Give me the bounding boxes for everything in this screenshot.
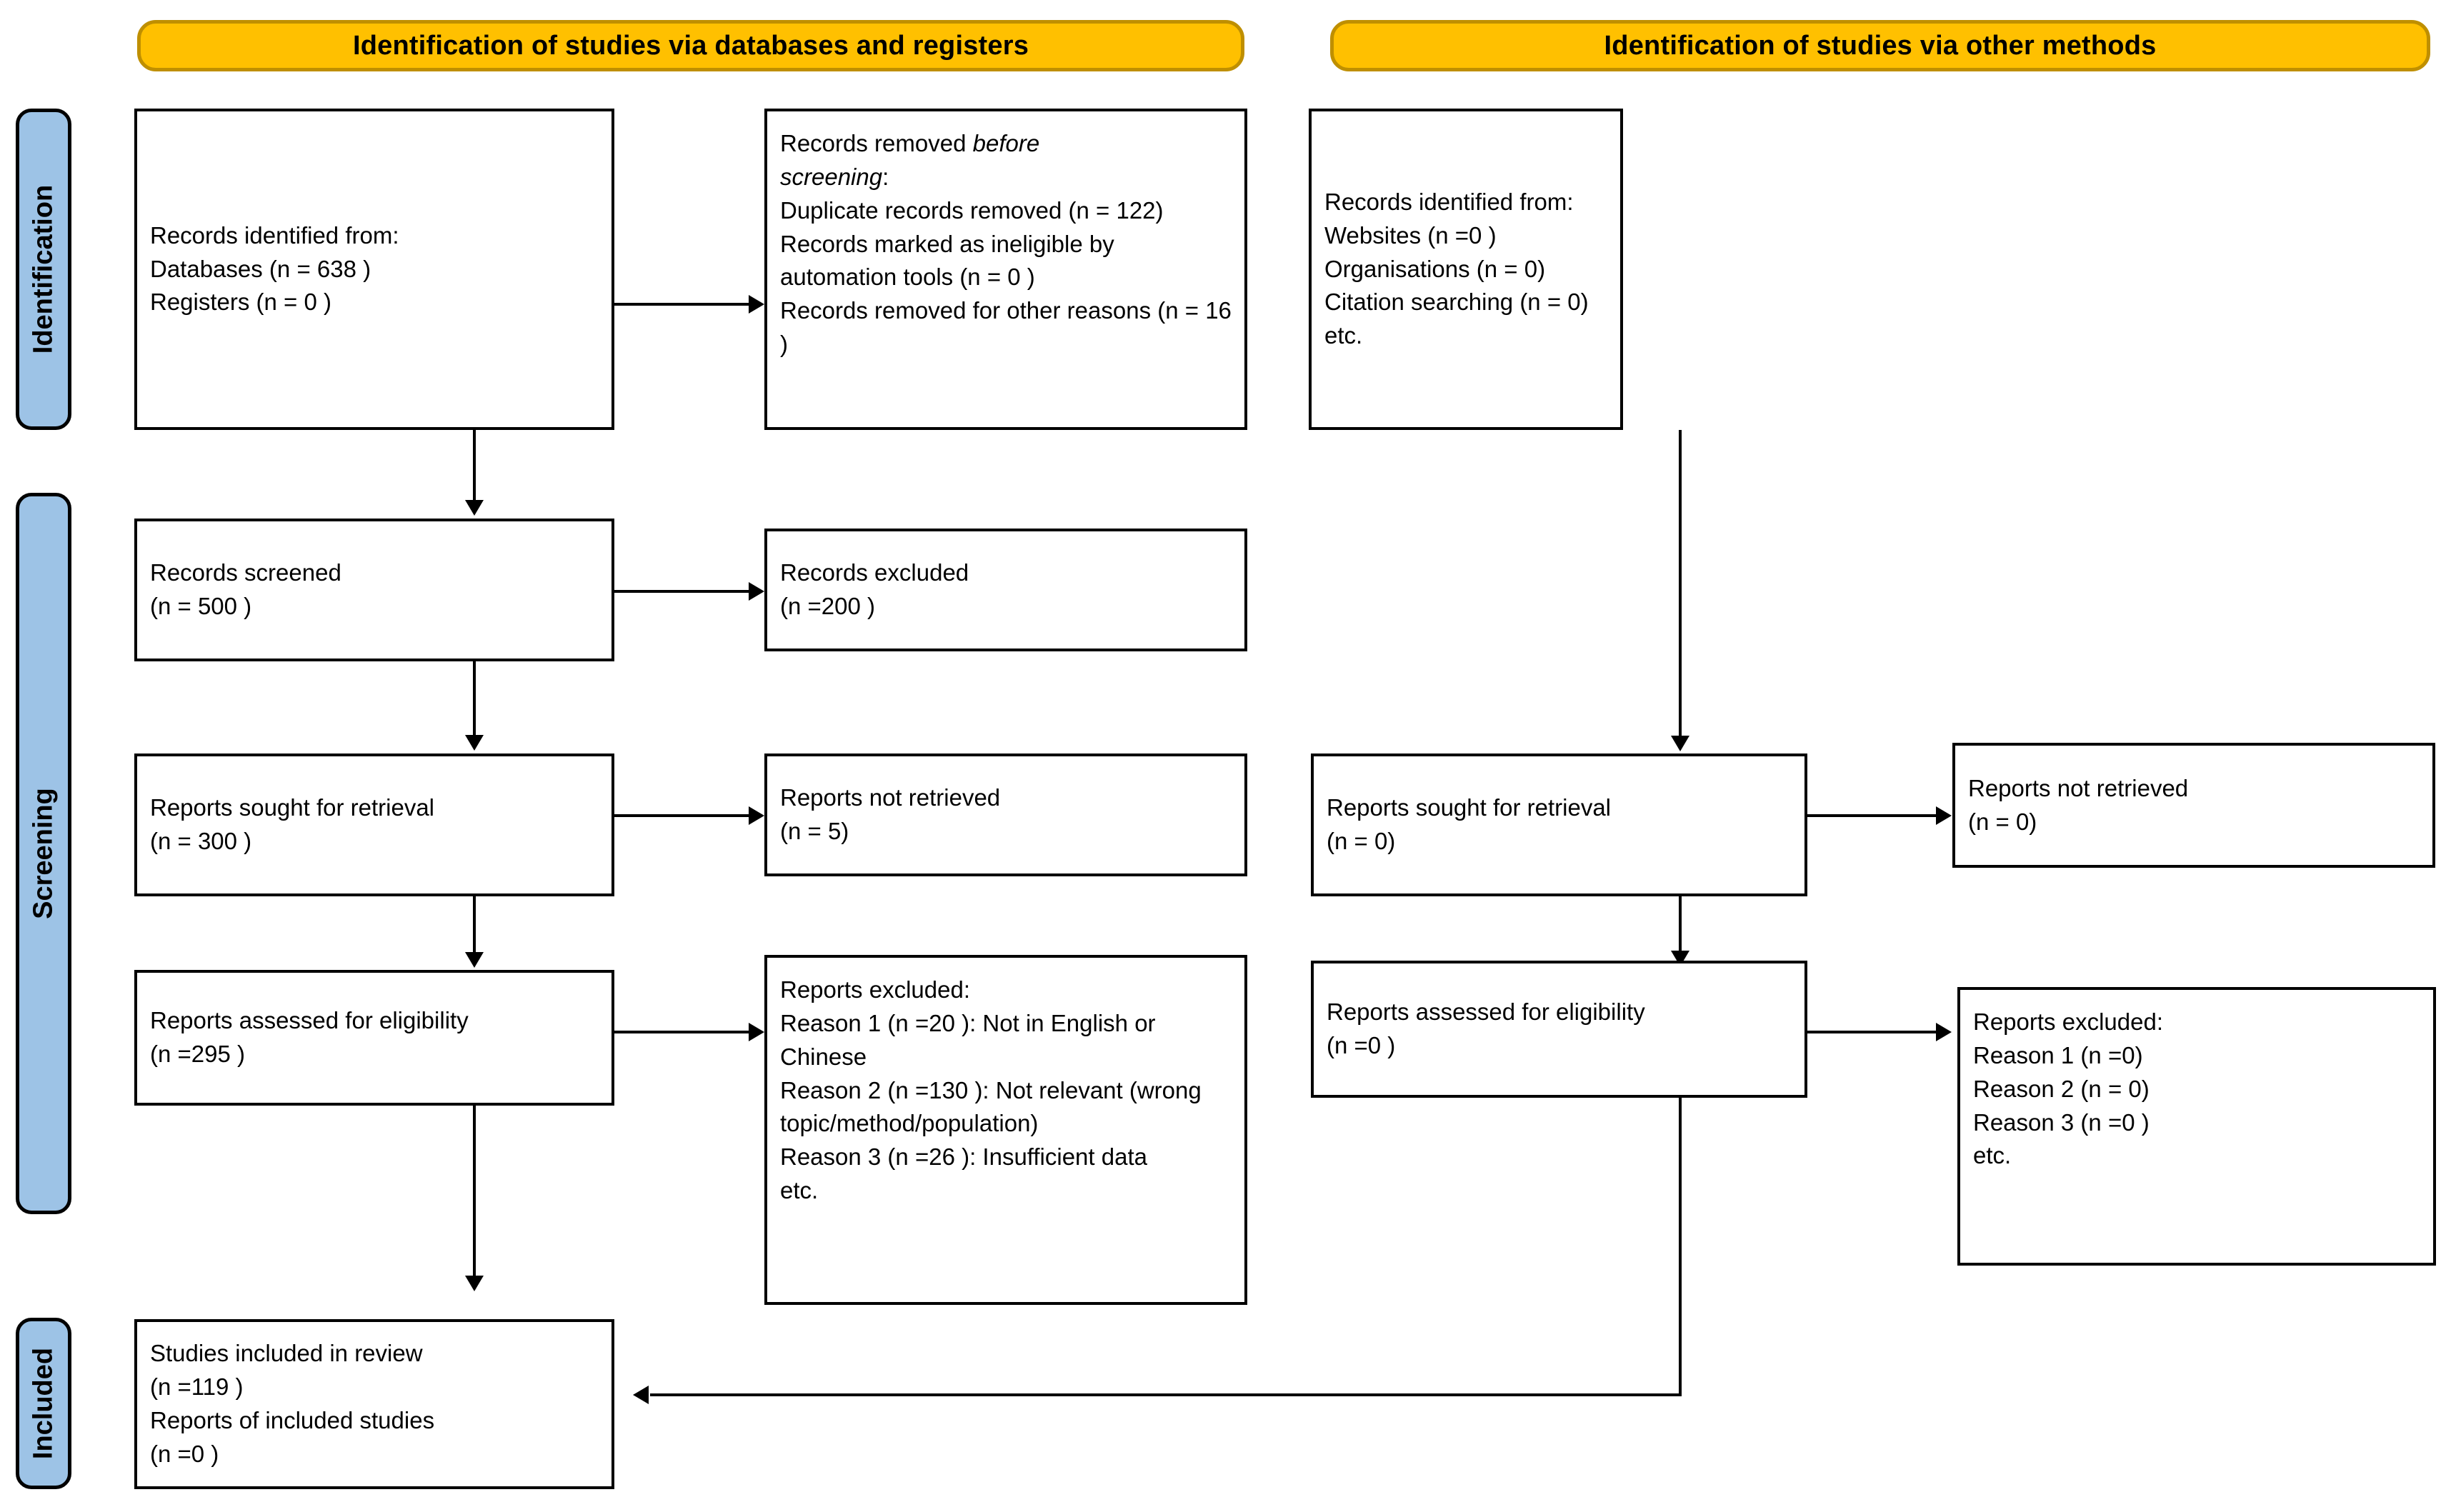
connector-screened-to-excluded	[614, 590, 750, 593]
reports-sought-line-1: Reports sought for retrieval	[150, 794, 435, 821]
box-right-reports-sought-for-retrieval: Reports sought for retrieval (n = 0)	[1311, 754, 1807, 896]
phase-label-included: Included	[28, 1347, 59, 1460]
connector-assessed-to-excluded	[614, 1031, 750, 1033]
connector-right-assessed-to-excluded	[1807, 1031, 1937, 1033]
box-right-reports-assessed-for-eligibility: Reports assessed for eligibility (n =0 )	[1311, 961, 1807, 1098]
records-removed-line-2: Duplicate records removed (n = 122)	[780, 196, 1164, 224]
connector-identified-to-screened	[473, 430, 476, 501]
banner-other-methods: Identification of studies via other meth…	[1330, 20, 2430, 71]
arrowhead-right-sought-to-not-retrieved	[1936, 806, 1952, 825]
box-records-identified-other-methods: Records identified from: Websites (n =0 …	[1309, 109, 1623, 430]
right-records-identified-line-5: etc.	[1324, 322, 1363, 349]
right-records-identified-line-3: Organisations (n = 0)	[1324, 255, 1546, 282]
right-reports-excluded-line-4: Reason 3 (n =0 )	[1973, 1108, 2150, 1136]
right-reports-sought-line-1: Reports sought for retrieval	[1327, 794, 1612, 821]
box-records-screened: Records screened (n = 500 )	[134, 519, 614, 661]
arrowhead-identified-to-screened	[465, 500, 484, 516]
studies-included-line-3: Reports of included studies	[150, 1407, 435, 1433]
records-removed-line-4: Records removed for other reasons (n = 1…	[780, 297, 1232, 358]
right-records-identified-line-4: Citation searching (n = 0)	[1324, 289, 1589, 316]
box-records-identified-databases: Records identified from: Databases (n = …	[134, 109, 614, 430]
reports-excluded-line-3: Reason 2 (n =130 ): Not relevant (wrong …	[780, 1076, 1202, 1137]
arrowhead-right-identified-to-sought	[1671, 736, 1689, 751]
reports-excluded-line-2: Reason 1 (n =20 ): Not in English or Chi…	[780, 1009, 1156, 1070]
phase-label-screening: Screening	[28, 788, 59, 919]
reports-excluded-line-5: etc.	[780, 1177, 819, 1204]
reports-excluded-line-1: Reports excluded:	[780, 976, 970, 1003]
reports-sought-line-2: (n = 300 )	[150, 828, 252, 854]
studies-included-line-4: (n =0 )	[150, 1440, 219, 1467]
reports-not-retrieved-line-1: Reports not retrieved	[780, 784, 1001, 811]
right-reports-sought-line-2: (n = 0)	[1327, 828, 1396, 854]
arrowhead-right-to-studies-included	[633, 1386, 649, 1404]
records-identified-line-1: Records identified from:	[150, 221, 399, 249]
arrowhead-screened-to-excluded	[749, 582, 764, 601]
box-studies-included-in-review: Studies included in review (n =119 ) Rep…	[134, 1319, 614, 1489]
box-reports-sought-for-retrieval: Reports sought for retrieval (n = 300 )	[134, 754, 614, 896]
phase-bar-included: Included	[16, 1318, 71, 1489]
right-reports-not-retrieved-line-2: (n = 0)	[1968, 808, 2037, 835]
records-identified-line-2: Databases (n = 638 )	[150, 255, 371, 282]
right-reports-excluded-line-3: Reason 2 (n = 0)	[1973, 1075, 2150, 1102]
connector-sought-to-not-retrieved	[614, 814, 750, 817]
studies-included-line-1: Studies included in review	[150, 1340, 423, 1367]
box-reports-not-retrieved: Reports not retrieved (n = 5)	[764, 754, 1247, 876]
box-reports-excluded-reasons: Reports excluded: Reason 1 (n =20 ): Not…	[764, 955, 1247, 1305]
reports-assessed-line-1: Reports assessed for eligibility	[150, 1007, 469, 1034]
right-reports-assessed-line-2: (n =0 )	[1327, 1032, 1396, 1058]
connector-sought-to-assessed	[473, 896, 476, 953]
right-reports-excluded-line-1: Reports excluded:	[1973, 1008, 2163, 1035]
records-screened-line-2: (n = 500 )	[150, 593, 252, 619]
banner-databases-registers: Identification of studies via databases …	[137, 20, 1244, 71]
arrowhead-assessed-to-excluded	[749, 1023, 764, 1041]
banner-other-methods-label: Identification of studies via other meth…	[1604, 30, 2157, 61]
phase-bar-screening: Screening	[16, 493, 71, 1214]
connector-screened-to-sought	[473, 661, 476, 736]
arrowhead-screened-to-sought	[465, 735, 484, 751]
connector-right-identified-to-sought	[1679, 430, 1682, 737]
right-reports-excluded-line-5: etc.	[1973, 1142, 2012, 1169]
records-identified-line-3: Registers (n = 0 )	[150, 289, 332, 316]
reports-not-retrieved-line-2: (n = 5)	[780, 818, 849, 844]
phase-bar-identification: Identification	[16, 109, 71, 430]
right-records-identified-line-1: Records identified from:	[1324, 188, 1574, 215]
arrowhead-identified-to-removed	[749, 295, 764, 314]
studies-included-line-2: (n =119 )	[150, 1373, 244, 1401]
box-reports-assessed-for-eligibility: Reports assessed for eligibility (n =295…	[134, 970, 614, 1106]
connector-assessed-to-included	[473, 1106, 476, 1277]
box-right-reports-excluded-reasons: Reports excluded: Reason 1 (n =0) Reason…	[1957, 987, 2436, 1266]
arrowhead-sought-to-assessed	[465, 952, 484, 968]
connector-identified-to-removed	[614, 303, 750, 306]
records-screened-line-1: Records screened	[150, 559, 341, 586]
right-reports-not-retrieved-line-1: Reports not retrieved	[1968, 774, 2189, 801]
phase-label-identification: Identification	[28, 184, 59, 354]
connector-right-to-studies-included	[650, 1393, 1682, 1396]
arrowhead-right-assessed-to-excluded	[1936, 1023, 1952, 1041]
connector-right-assessed-down	[1679, 1098, 1682, 1396]
arrowhead-assessed-to-included	[465, 1276, 484, 1291]
records-excluded-line-1: Records excluded	[780, 559, 969, 586]
reports-assessed-line-2: (n =295 )	[150, 1041, 245, 1067]
records-removed-line-3: Records marked as ineligible by automati…	[780, 230, 1114, 291]
reports-excluded-line-4: Reason 3 (n =26 ): Insufficient data	[780, 1143, 1147, 1171]
banner-databases-registers-label: Identification of studies via databases …	[352, 30, 1029, 61]
connector-right-sought-to-assessed	[1679, 896, 1682, 952]
records-excluded-line-2: (n =200 )	[780, 593, 875, 619]
box-right-reports-not-retrieved: Reports not retrieved (n = 0)	[1952, 743, 2435, 868]
arrowhead-sought-to-not-retrieved	[749, 806, 764, 825]
right-reports-excluded-line-2: Reason 1 (n =0)	[1973, 1041, 2143, 1068]
right-reports-assessed-line-1: Reports assessed for eligibility	[1327, 998, 1645, 1026]
right-records-identified-line-2: Websites (n =0 )	[1324, 221, 1497, 249]
connector-right-sought-to-not-retrieved	[1807, 814, 1937, 817]
box-records-excluded: Records excluded (n =200 )	[764, 529, 1247, 651]
